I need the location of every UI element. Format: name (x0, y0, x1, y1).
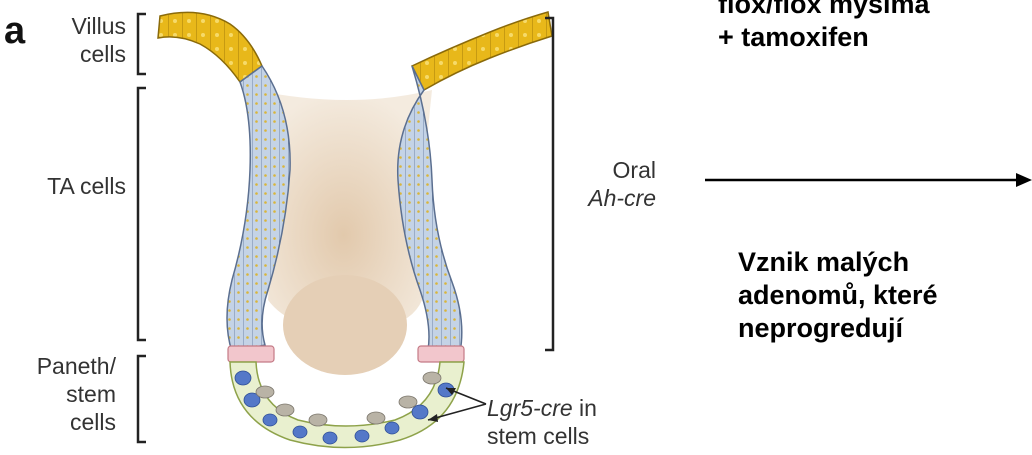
arrow-head (1016, 173, 1032, 187)
left-villus-cells (158, 12, 262, 82)
ta-bracket (138, 88, 146, 340)
right-villus-cells (412, 12, 552, 90)
ah-cre-bracket (545, 18, 553, 350)
right-paneth-cells (418, 346, 464, 362)
villus-bracket (138, 14, 146, 74)
paneth-stem-bracket (138, 356, 146, 442)
left-paneth-cells (228, 346, 274, 362)
crypt-base-lumen (283, 275, 407, 375)
